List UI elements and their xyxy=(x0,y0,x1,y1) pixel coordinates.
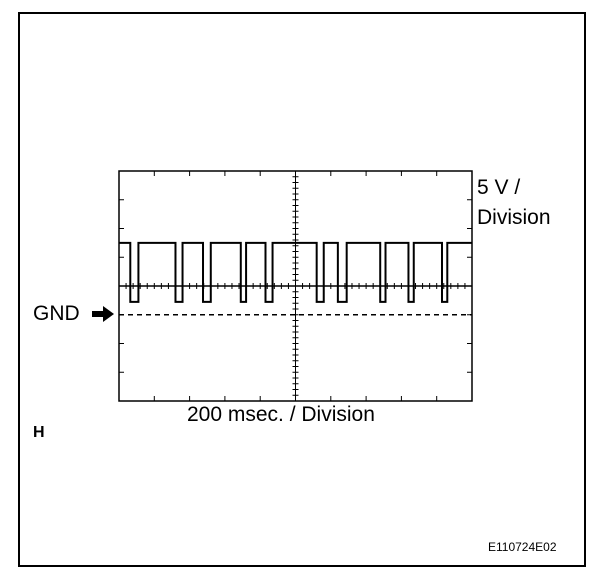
right-arrow-icon xyxy=(92,306,114,322)
volts-per-division-line1: 5 V / xyxy=(477,176,521,199)
figure-frame xyxy=(18,12,586,567)
ground-label: GND xyxy=(33,302,80,325)
figure-code: E110724E02 xyxy=(488,540,557,554)
volts-per-division-line2: Division xyxy=(477,206,551,229)
volts-per-division-label: 5 V / Division xyxy=(477,173,551,233)
time-per-division-label: 200 msec. / Division xyxy=(187,403,375,426)
signal-waveform xyxy=(119,241,472,303)
corner-letter: H xyxy=(33,424,45,441)
